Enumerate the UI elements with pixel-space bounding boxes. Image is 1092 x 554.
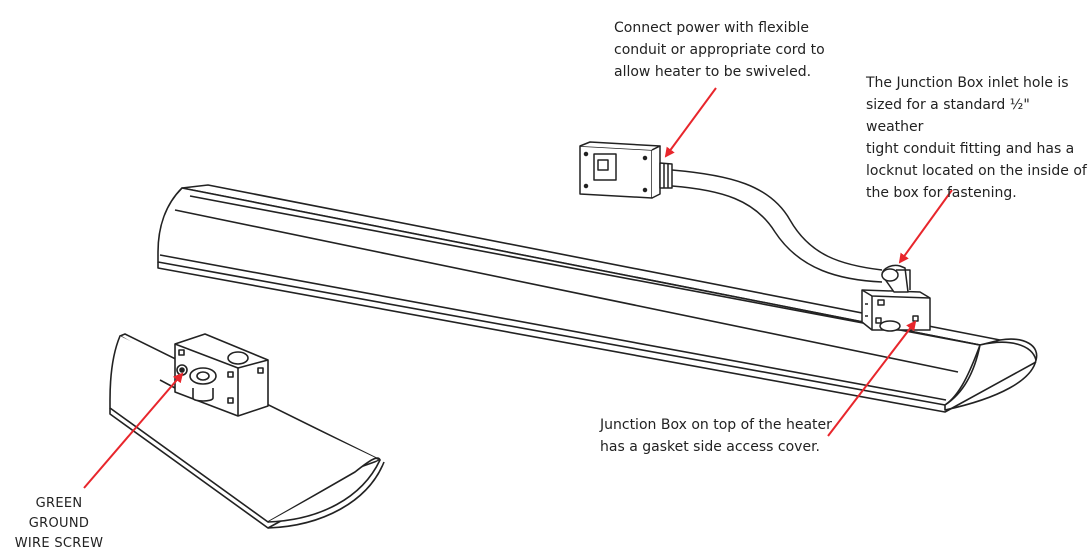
flexible-conduit [671, 169, 883, 283]
arrow-ground-screw [83, 372, 184, 489]
arrow-top-box [827, 320, 917, 437]
callout-arrows [83, 87, 953, 489]
inset-heater-closeup [109, 333, 385, 529]
callout-ground-screw: GREEN GROUND WIRE SCREW [14, 496, 104, 551]
callout-power-connection: Connect power with flexible conduit or a… [614, 20, 825, 80]
arrow-power-conduit [664, 87, 717, 158]
arrow-inlet-hole [898, 189, 953, 264]
main-heater-body [157, 184, 1038, 413]
wall-junction-box [579, 141, 673, 199]
callout-junction-box-top: Junction Box on top of the heater has a … [600, 417, 832, 455]
main-junction-box [861, 264, 931, 332]
callout-inlet-hole: The Junction Box inlet hole is sized for… [866, 75, 1087, 201]
